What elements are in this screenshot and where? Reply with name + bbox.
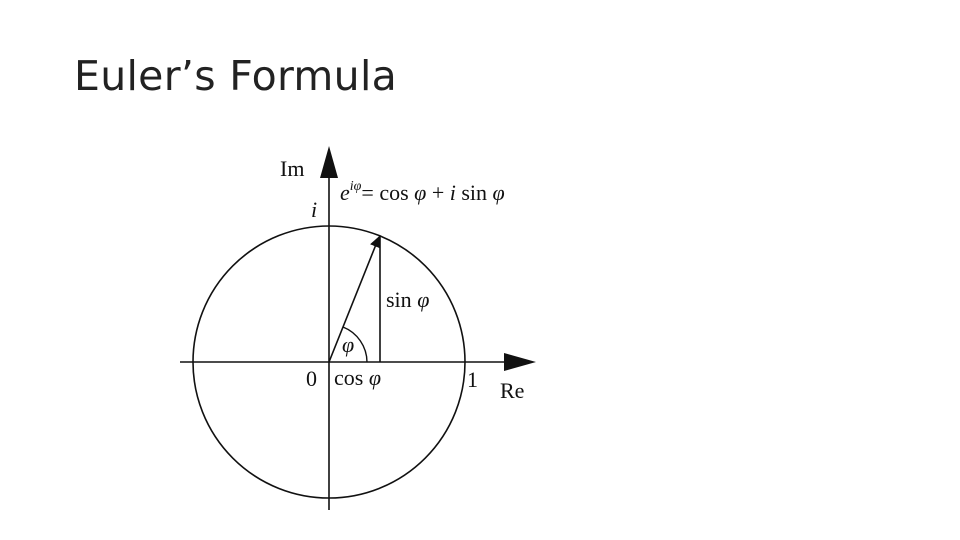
formula-plus: + [426,180,449,205]
formula-cos-part: = cos [361,180,414,205]
slide-title: Euler’s Formula [74,52,398,100]
sine-label-text: sin [386,287,417,312]
unit-imaginary-label: i [311,197,317,222]
formula-phi-1: φ [414,180,426,205]
imaginary-axis-arrowhead [320,146,338,178]
sine-label: sin φ [386,287,429,312]
formula-i: i [450,180,456,205]
imaginary-axis-label: Im [280,156,304,181]
real-axis-label: Re [500,378,524,403]
radius-vector [328,235,381,363]
cosine-label-phi: φ [369,365,381,390]
angle-arc [342,326,368,363]
formula-sin-part: sin [456,180,493,205]
unit-real-label: 1 [467,367,478,392]
origin-label: 0 [306,366,317,391]
real-axis-arrowhead [504,353,536,371]
sine-label-phi: φ [417,287,429,312]
cosine-label: cos φ [334,365,381,390]
cosine-label-text: cos [334,365,369,390]
formula-phi-2: φ [493,180,505,205]
formula-exponent: iφ [350,179,362,194]
angle-label: φ [342,332,354,357]
euler-formula: eiφ= cos φ + i sin φ [340,179,505,205]
formula-base: e [340,180,350,205]
